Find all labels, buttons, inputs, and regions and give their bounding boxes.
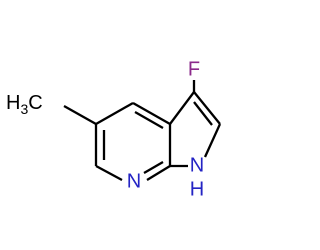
bond-c3-c2-outer bbox=[193, 91, 221, 125]
methyl-hydrogen-count: 3 bbox=[20, 101, 28, 117]
pyrrole-nitrogen-label: N bbox=[190, 154, 204, 176]
bond-c3-c2-inner bbox=[193, 101, 213, 126]
methyl-carbon-symbol: C bbox=[28, 92, 42, 114]
bonds bbox=[63, 80, 222, 182]
bond-c5-methyl bbox=[63, 104, 97, 126]
pyrrole-hydrogen-label: H bbox=[190, 178, 204, 200]
bond-c7a-n7-inner bbox=[143, 161, 164, 174]
methyl-group-label: H3C bbox=[6, 92, 43, 116]
bond-n7-c6 bbox=[95, 164, 123, 182]
molecule-structure: F N N H H3C bbox=[6, 58, 222, 200]
methyl-hydrogen-symbol: H bbox=[6, 92, 20, 114]
bond-c5-c4 bbox=[95, 101, 134, 126]
bond-c4-c3a-inner bbox=[134, 111, 164, 129]
fluorine-label: F bbox=[188, 58, 200, 80]
atom-labels: F N N H H3C bbox=[6, 58, 204, 200]
pyridine-nitrogen-label: N bbox=[127, 170, 141, 192]
bond-c7a-n7-outer bbox=[146, 165, 171, 181]
bond-c2-n1 bbox=[203, 123, 222, 158]
bond-c3a-c3 bbox=[169, 91, 195, 125]
bond-c4-c3a-outer bbox=[132, 101, 171, 126]
